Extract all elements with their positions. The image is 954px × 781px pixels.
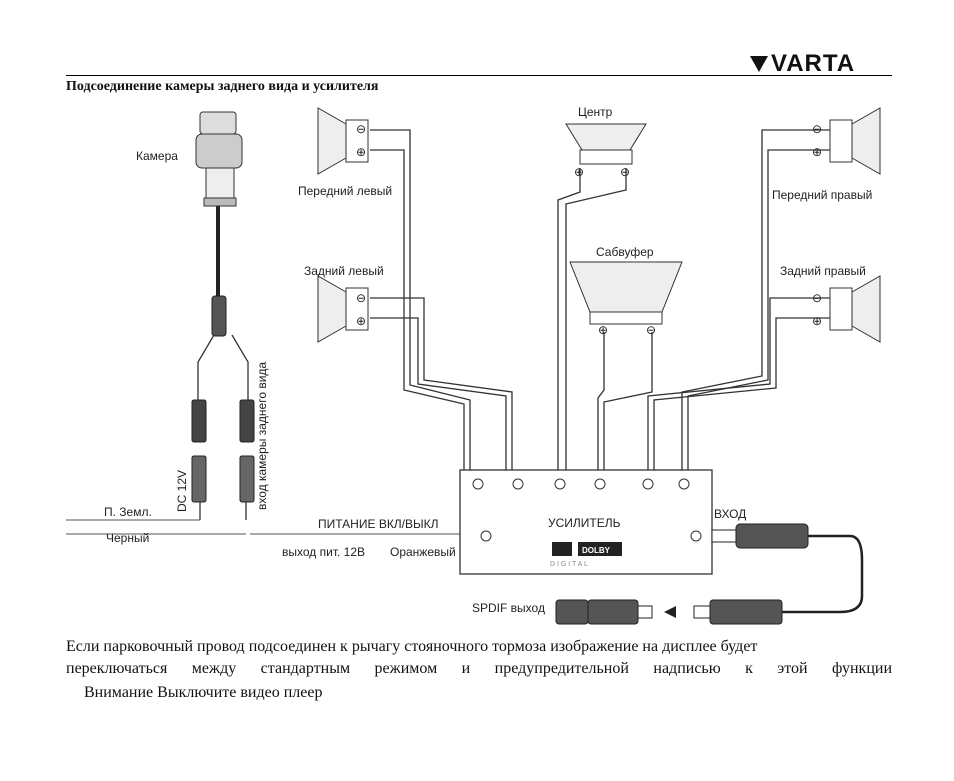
label-dolby: DOLBY — [582, 546, 611, 555]
label-power-switch: ПИТАНИЕ ВКЛ/ВЫКЛ — [318, 517, 439, 531]
sign-plus: ⊕ — [812, 314, 822, 328]
label-dc12v: DC 12V — [175, 470, 189, 512]
spdif-connectors — [555, 599, 783, 625]
label-camera: Камера — [136, 149, 178, 163]
body-line-3: Внимание Выключите видео плеер — [84, 684, 323, 701]
brand-name: VARTA — [771, 50, 856, 77]
speaker-front-right — [829, 107, 881, 175]
varta-logo-icon — [750, 56, 768, 72]
sign-plus: ⊕ — [574, 165, 584, 179]
label-camera-input: вход камеры заднего вида — [255, 362, 269, 510]
label-orange: Оранжевый — [390, 545, 456, 559]
input-connector — [711, 523, 809, 549]
camera-device — [195, 111, 243, 337]
speaker-center — [565, 123, 647, 165]
label-input: ВХОД — [714, 507, 746, 521]
header-rule — [66, 75, 892, 76]
label-power-out: выход пит. 12В — [282, 545, 365, 559]
sign-plus: ⊕ — [356, 314, 366, 328]
sign-minus: ⊖ — [356, 291, 366, 305]
sign-plus: ⊕ — [812, 145, 822, 159]
label-amplifier: УСИЛИТЕЛЬ — [548, 516, 621, 530]
speaker-subwoofer — [569, 261, 683, 325]
sign-minus: ⊖ — [356, 122, 366, 136]
sign-minus: ⊖ — [620, 165, 630, 179]
label-digital: D I G I T A L — [550, 561, 588, 568]
rca-plugs-camera — [191, 399, 255, 503]
sign-plus: ⊕ — [598, 323, 608, 337]
varta-logo: VARTA — [750, 50, 855, 78]
label-rear-left: Задний левый — [304, 264, 384, 278]
amplifier-unit — [459, 469, 713, 575]
sign-plus: ⊕ — [356, 145, 366, 159]
label-front-right: Передний правый — [772, 188, 872, 202]
section-heading: Подсоединение камеры заднего вида и усил… — [66, 79, 379, 94]
label-black: Черный — [106, 531, 149, 545]
label-rear-right: Задний правый — [780, 264, 866, 278]
label-front-left: Передний левый — [298, 184, 392, 198]
arrow-left-icon — [664, 606, 676, 618]
sign-minus: ⊖ — [812, 291, 822, 305]
speaker-front-left — [317, 107, 369, 175]
label-spdif: SPDIF выход — [472, 601, 545, 615]
sign-minus: ⊖ — [812, 122, 822, 136]
sign-minus: ⊖ — [646, 323, 656, 337]
label-subwoofer: Сабвуфер — [596, 245, 654, 259]
speaker-rear-left — [317, 275, 369, 343]
label-center: Центр — [578, 105, 613, 119]
label-ground: П. Земл. — [104, 505, 152, 519]
body-line-1: Если парковочный провод подсоединен к ры… — [66, 638, 758, 655]
speaker-rear-right — [829, 275, 881, 343]
body-line-2: переключаться между стандартным режимом … — [66, 660, 892, 677]
